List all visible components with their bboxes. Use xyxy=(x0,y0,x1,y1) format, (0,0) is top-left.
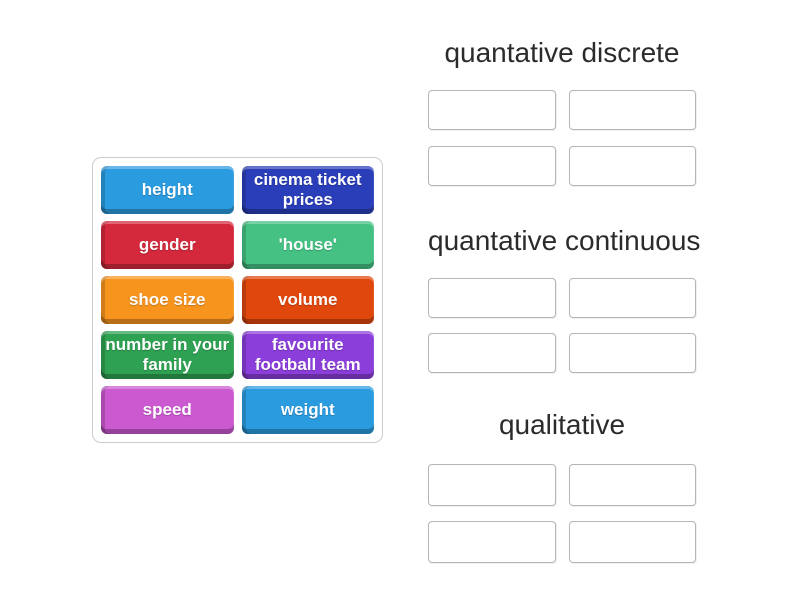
drop-slot[interactable] xyxy=(428,278,556,318)
tile-shoe-size[interactable]: shoe size xyxy=(101,276,234,324)
tile-speed[interactable]: speed xyxy=(101,386,234,434)
group-title-qualitative: qualitative xyxy=(498,409,626,440)
tile-volume[interactable]: volume xyxy=(241,276,374,324)
group-title-quantative-continuous: quantative continuous xyxy=(428,225,701,256)
drop-slot[interactable] xyxy=(568,278,696,318)
tile-gender[interactable]: gender xyxy=(101,221,234,269)
slot-grid-quantative-continuous xyxy=(428,278,696,373)
tile-weight[interactable]: weight xyxy=(241,386,374,434)
slot-grid-quantative-discrete xyxy=(428,90,696,186)
drop-slot[interactable] xyxy=(568,146,696,186)
drop-slot[interactable] xyxy=(428,521,556,563)
drop-slot[interactable] xyxy=(568,90,696,130)
drop-slot[interactable] xyxy=(428,464,556,506)
drop-slot[interactable] xyxy=(428,333,556,373)
drop-slot[interactable] xyxy=(428,90,556,130)
group-qualitative: qualitative xyxy=(428,408,696,563)
group-title-quantative-discrete: quantative discrete xyxy=(444,37,680,68)
tile-house[interactable]: 'house' xyxy=(241,221,374,269)
tile-number-in-your-family[interactable]: number in your family xyxy=(101,331,234,379)
tile-favourite-football-team[interactable]: favourite football team xyxy=(241,331,374,379)
tile-height[interactable]: height xyxy=(101,166,234,214)
tile-tray: height cinema ticket prices gender 'hous… xyxy=(92,157,383,443)
tile-cinema-ticket-prices[interactable]: cinema ticket prices xyxy=(241,166,374,214)
drop-slot[interactable] xyxy=(428,146,556,186)
drop-slot[interactable] xyxy=(568,521,696,563)
drop-slot[interactable] xyxy=(568,464,696,506)
group-quantative-discrete: quantative discrete xyxy=(428,36,696,186)
drop-slot[interactable] xyxy=(568,333,696,373)
group-quantative-continuous: quantative continuous xyxy=(428,224,701,373)
slot-grid-qualitative xyxy=(428,464,696,563)
